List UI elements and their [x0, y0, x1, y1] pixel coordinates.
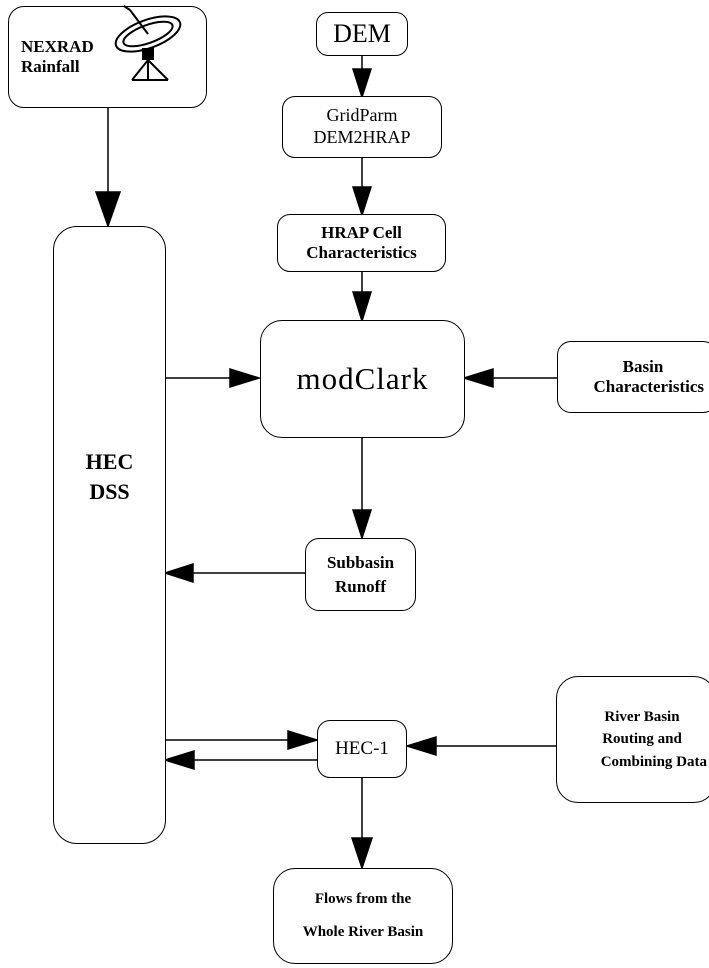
routing-and-label: Routing and: [602, 731, 682, 748]
arrowhead-hec1-left: [287, 729, 320, 751]
gridparm-box: GridParm DEM2HRAP: [282, 96, 442, 158]
dem-box: DEM: [316, 12, 408, 56]
flows-box: Flows from the Whole River Basin: [273, 868, 453, 964]
river-basin-routing-box: River Basin Routing and Combining Data: [556, 676, 709, 803]
arrowhead-subbasin: [351, 509, 373, 541]
arrowhead-modclark-right: [461, 367, 494, 389]
arrowhead-hec1-right: [404, 735, 437, 757]
hec-1-box: HEC-1: [317, 720, 407, 778]
arrowhead-flows: [350, 837, 374, 871]
arrowhead-hecdss-runoff: [162, 562, 194, 584]
arrowhead-modclark-top: [351, 291, 373, 324]
arrowhead-modclark-left: [229, 367, 262, 389]
gridparm-label: GridParm: [326, 105, 398, 126]
dss-label: DSS: [89, 478, 130, 504]
rainfall-label: Rainfall: [21, 57, 80, 76]
hec-dss-box: HEC DSS: [53, 226, 166, 844]
subbasin-runoff-box: Subbasin Runoff: [305, 538, 416, 611]
modclark-box: modClark: [260, 320, 465, 438]
arrowhead-hrap: [351, 186, 373, 218]
basin-characteristics-label: Characteristics: [593, 377, 704, 396]
hrap-cell-label: HRAP Cell: [321, 222, 402, 242]
runoff-label: Runoff: [334, 576, 386, 596]
river-basin-label: River Basin: [604, 708, 680, 725]
nexrad-rainfall-box: NEXRAD Rainfall: [8, 6, 207, 108]
subbasin-label: Subbasin: [326, 552, 395, 572]
hrap-characteristics-label: Characteristics: [306, 243, 417, 262]
arrowhead-hecdss: [94, 191, 122, 229]
combining-data-label: Combining Data: [600, 753, 707, 770]
flows-from-label: Flows from the: [314, 891, 412, 907]
hec-1-label: HEC-1: [335, 737, 389, 759]
arrowhead-hecdss-hec1: [162, 749, 195, 771]
hec-label: HEC: [85, 449, 134, 474]
whole-river-basin-label: Whole River Basin: [302, 924, 424, 940]
hrap-cell-box: HRAP Cell Characteristics: [277, 214, 446, 272]
modclark-label: modClark: [296, 361, 429, 397]
radar-dish-icon: [114, 5, 182, 81]
dem-label: DEM: [333, 19, 391, 49]
dem2hrap-label: DEM2HRAP: [313, 127, 411, 147]
arrowhead-gridparm: [351, 68, 373, 100]
basin-characteristics-box: Basin Characteristics: [557, 341, 709, 413]
nexrad-label: NEXRAD: [21, 36, 94, 56]
basin-label: Basin: [622, 356, 664, 376]
